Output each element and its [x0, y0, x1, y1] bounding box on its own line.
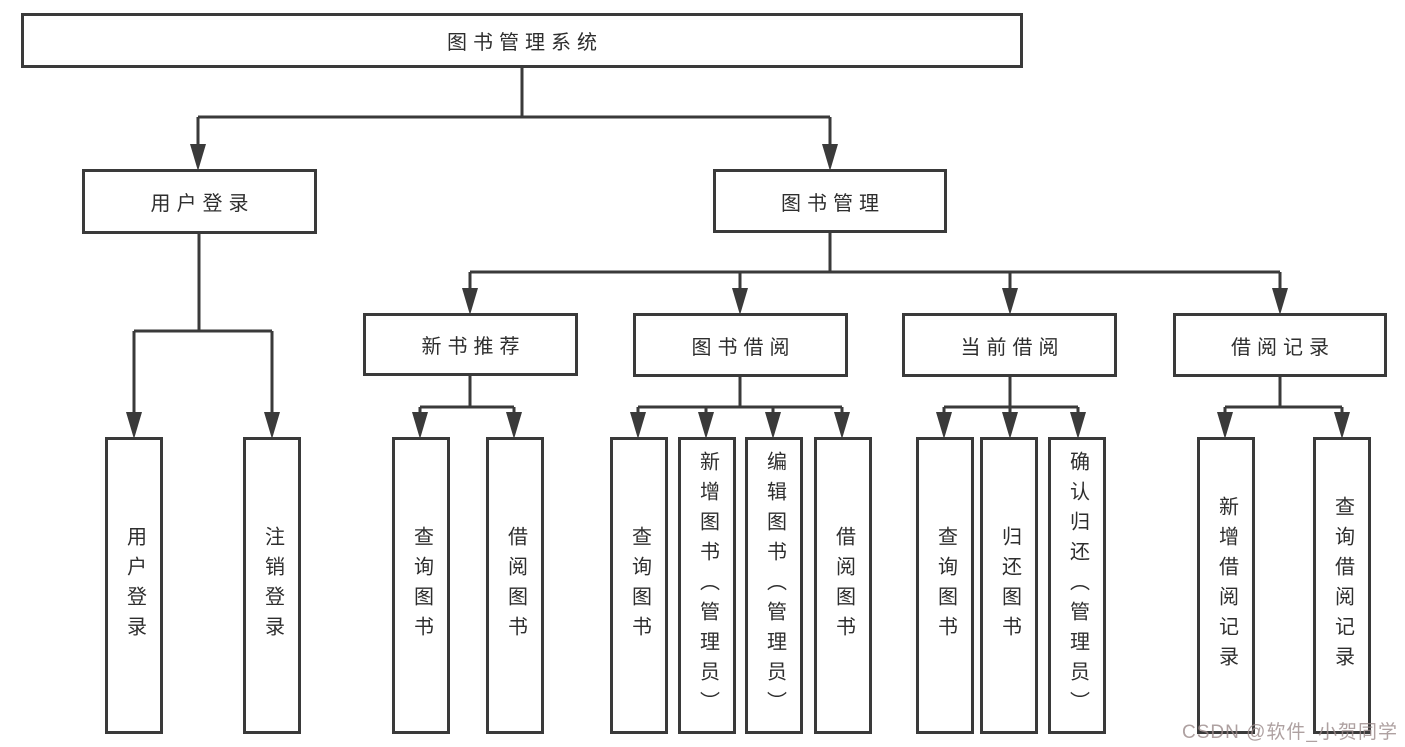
node-book-borrowing: 图书借阅 [633, 313, 848, 377]
watermark-text: CSDN @软件_小贺同学 [1182, 722, 1398, 743]
leaf-logout-login: 注销登录 [243, 437, 301, 734]
leaf-add-books-admin-label: 新增图书（管理员） [696, 450, 719, 721]
arrowheads [126, 144, 1350, 439]
node-new-book-recommend-label: 新书推荐 [421, 336, 526, 358]
node-current-borrowing: 当前借阅 [902, 313, 1117, 377]
leaf-query-borrow-record: 查询借阅记录 [1313, 437, 1371, 734]
leaf-borrow-books-borrowing-label: 借阅图书 [832, 525, 855, 646]
leaf-user-login-label: 用户登录 [123, 525, 146, 646]
root-label: 图书管理系统 [447, 32, 603, 54]
node-new-book-recommend: 新书推荐 [363, 313, 578, 376]
leaf-query-books-current: 查询图书 [916, 437, 974, 734]
leaf-borrow-books-recommend: 借阅图书 [486, 437, 544, 734]
leaf-confirm-return-admin: 确认归还（管理员） [1048, 437, 1106, 734]
leaf-query-books-recommend: 查询图书 [392, 437, 450, 734]
node-book-management: 图书管理 [713, 169, 947, 233]
root-node: 图书管理系统 [21, 13, 1023, 68]
leaf-query-books-borrowing-label: 查询图书 [628, 525, 651, 646]
node-borrowing-records: 借阅记录 [1173, 313, 1387, 377]
leaf-query-books-current-label: 查询图书 [934, 525, 957, 646]
leaf-borrow-books-borrowing: 借阅图书 [814, 437, 872, 734]
node-book-management-label: 图书管理 [781, 192, 885, 215]
node-book-borrowing-label: 图书借阅 [691, 336, 796, 359]
node-user-login-label: 用户登录 [150, 193, 255, 215]
leaf-add-books-admin: 新增图书（管理员） [678, 437, 736, 734]
node-borrowing-records-label: 借阅记录 [1231, 336, 1335, 359]
leaf-confirm-return-admin-label: 确认归还（管理员） [1066, 450, 1089, 721]
leaf-query-books-recommend-label: 查询图书 [410, 525, 433, 646]
leaf-return-books-label: 归还图书 [998, 525, 1021, 646]
node-user-login: 用户登录 [82, 169, 317, 234]
leaf-query-books-borrowing: 查询图书 [610, 437, 668, 734]
node-current-borrowing-label: 当前借阅 [960, 336, 1065, 359]
leaf-edit-books-admin: 编辑图书（管理员） [745, 437, 803, 734]
leaf-query-borrow-record-label: 查询借阅记录 [1331, 495, 1354, 676]
leaf-edit-books-admin-label: 编辑图书（管理员） [763, 450, 786, 721]
leaf-user-login: 用户登录 [105, 437, 163, 734]
leaf-borrow-books-recommend-label: 借阅图书 [504, 525, 527, 646]
leaf-logout-login-label: 注销登录 [261, 525, 284, 646]
leaf-add-borrow-record-label: 新增借阅记录 [1215, 495, 1238, 676]
leaf-add-borrow-record: 新增借阅记录 [1197, 437, 1255, 734]
leaf-return-books: 归还图书 [980, 437, 1038, 734]
